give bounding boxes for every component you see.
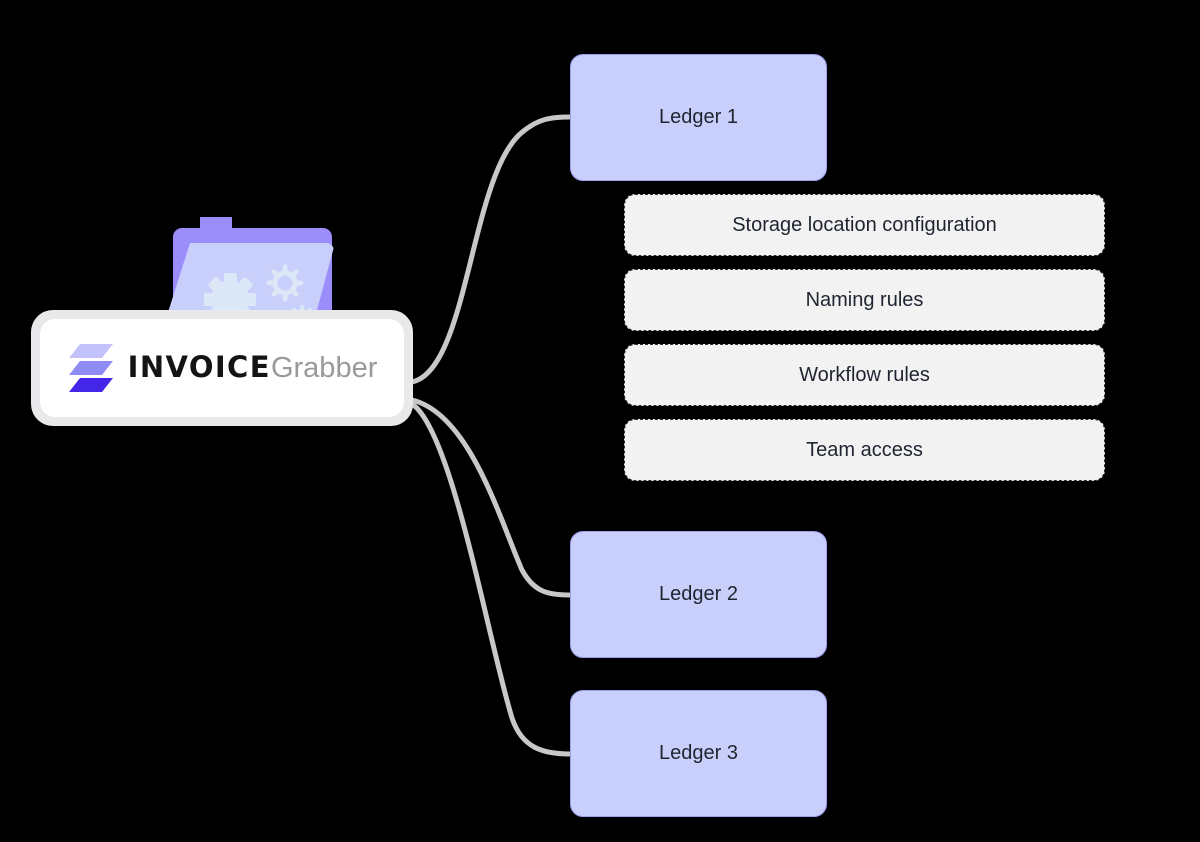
brand-cluster: INVOICEGrabber	[31, 215, 413, 427]
logo-layer-bottom	[68, 378, 113, 392]
attribute-label: Storage location configuration	[732, 213, 997, 236]
ledger-node-1-label: Ledger 1	[659, 106, 738, 128]
attribute-label: Naming rules	[805, 288, 924, 311]
gear-medium-icon	[266, 264, 304, 302]
ledger-attribute-list: Storage location configuration Naming ru…	[624, 194, 1105, 481]
ledger-node-2-label: Ledger 2	[659, 583, 738, 605]
stacked-layers-icon	[68, 344, 113, 392]
logo-layer-middle	[68, 361, 113, 375]
connector-card-to-ledger-1	[409, 114, 573, 385]
ledger-node-1[interactable]: Ledger 1	[570, 54, 827, 181]
wordmark-primary: INVOICE	[127, 350, 271, 384]
ledger-node-3[interactable]: Ledger 3	[570, 690, 827, 817]
invoice-grabber-wordmark: INVOICEGrabber	[128, 353, 378, 383]
attribute-row-storage-location-configuration[interactable]: Storage location configuration	[624, 194, 1105, 256]
wordmark-secondary: Grabber	[270, 352, 378, 384]
connector-card-to-ledger-3	[409, 401, 573, 757]
attribute-row-naming-rules[interactable]: Naming rules	[624, 269, 1105, 331]
ledger-node-2[interactable]: Ledger 2	[570, 531, 827, 658]
attribute-label: Team access	[806, 438, 923, 461]
folder-with-gears-icon	[164, 217, 335, 325]
logo-layer-top	[68, 344, 113, 358]
ledger-node-3-label: Ledger 3	[659, 742, 738, 764]
invoice-grabber-card-inner: INVOICEGrabber	[40, 319, 404, 417]
invoice-grabber-card[interactable]: INVOICEGrabber	[31, 310, 413, 426]
connector-card-to-ledger-2	[409, 397, 573, 598]
attribute-row-workflow-rules[interactable]: Workflow rules	[624, 344, 1105, 406]
attribute-label: Workflow rules	[799, 363, 930, 386]
attribute-row-team-access[interactable]: Team access	[624, 419, 1105, 481]
